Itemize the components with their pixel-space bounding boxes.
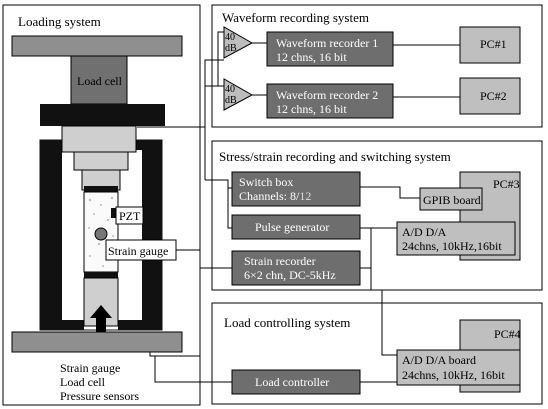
pulse-generator xyxy=(231,214,361,240)
switch-box xyxy=(231,171,361,207)
channels-label: Channels: 8/ xyxy=(239,189,300,203)
strain-recorder-spec: 6×2 chn, DC-5kHz xyxy=(244,268,336,282)
sample-inclusion xyxy=(94,227,108,241)
switch-to-gpib-line xyxy=(360,186,420,199)
gpib-label: GPIB board xyxy=(423,193,481,207)
upper-piston-neck xyxy=(73,151,129,171)
gpib-board xyxy=(419,187,483,211)
recorder1-spec: 12 chns, 16 bit xyxy=(276,50,347,64)
amp1-unit: dB xyxy=(225,43,237,54)
waveform-recorder-1 xyxy=(266,31,394,67)
lower-end-cap xyxy=(84,272,118,278)
load-cell-label: Load cell xyxy=(77,74,123,88)
recorder1-title: Waveform recorder 1 xyxy=(276,36,378,50)
pc1-label: PC#1 xyxy=(480,37,507,51)
strain-recorder-title: Strain recorder xyxy=(244,254,316,268)
channels-value: 12 xyxy=(299,189,311,203)
sensors-to-recorder-line xyxy=(149,268,201,357)
sensor-label-strain-gauge: Strain gauge xyxy=(60,361,120,375)
bottom-platen xyxy=(11,331,183,353)
strain-gauge-label: Strain gauge xyxy=(108,244,168,258)
load-control-title: Load controlling system xyxy=(224,315,350,330)
stress-system-title: Stress/strain recording and switching sy… xyxy=(219,149,451,164)
pzt-callout xyxy=(115,206,144,225)
adda-stress-spec: 24chns, 10kHz,16bit xyxy=(402,239,502,253)
upper-end-cap xyxy=(84,186,118,192)
recorder2-title: Waveform recorder 2 xyxy=(276,88,378,102)
pc1-box xyxy=(459,26,521,64)
pzt-label: PZT xyxy=(119,209,141,223)
strain-to-load-adda-line xyxy=(370,268,397,356)
pc2-box xyxy=(459,77,521,115)
switch-box-channels: Channels: 8/12 xyxy=(239,189,311,203)
adda-load-spec: 24chns, 10kHz, 16bit xyxy=(402,368,505,382)
pc4-label: PC#4 xyxy=(494,327,521,341)
loading-system-panel: Loading system Load cell PZT xyxy=(2,4,201,406)
controller-to-platen-line xyxy=(154,356,232,383)
connection-lines xyxy=(137,31,397,383)
switch-box-label: Switch box xyxy=(239,175,293,189)
pc2-label: PC#2 xyxy=(480,89,507,103)
load-controller xyxy=(231,369,361,395)
loading-system-title: Loading system xyxy=(18,14,101,29)
adda-board-load xyxy=(396,349,521,386)
load-arrow-icon xyxy=(90,305,112,336)
waveform-recorder-2 xyxy=(266,83,394,119)
load-controller-label: Load controller xyxy=(255,375,329,389)
upper-beam xyxy=(40,104,165,126)
strain-recorder xyxy=(231,250,361,286)
waveform-system-panel: Waveform recording system 40 dB Waveform… xyxy=(211,4,543,128)
amp2-gain: 40 xyxy=(225,84,235,95)
load-control-panel: Load controlling system Load controller … xyxy=(211,302,543,405)
pzt-sensor xyxy=(111,208,118,218)
pulse-generator-label: Pulse generator xyxy=(255,220,329,234)
upper-piston xyxy=(61,125,137,153)
amplifier-1-icon xyxy=(223,26,254,59)
load-cell xyxy=(70,55,128,105)
switch-pulse-link xyxy=(227,188,232,229)
waveform-system-title: Waveform recording system xyxy=(222,10,369,25)
sensor-label-load-cell: Load cell xyxy=(60,375,106,389)
pc3-label: PC#3 xyxy=(493,177,520,191)
amp2-unit: dB xyxy=(225,95,237,106)
recorder2-spec: 12 chns, 16 bit xyxy=(276,102,347,116)
amp1-feed-line xyxy=(217,31,224,86)
adda-stress-title: A/D D/A xyxy=(402,225,447,239)
amplifier-2-icon xyxy=(223,78,254,111)
amp1-gain: 40 xyxy=(225,32,235,43)
gauge-to-strain-recorder-line xyxy=(176,249,232,269)
sensor-label-pressure: Pressure sensors xyxy=(60,389,139,403)
adda-board-stress xyxy=(396,221,516,256)
top-platen xyxy=(11,35,183,57)
adda-load-title: A/D D/A board xyxy=(402,353,476,367)
bus-to-switch-line xyxy=(205,179,229,188)
stress-system-panel: Stress/strain recording and switching sy… xyxy=(211,140,543,291)
